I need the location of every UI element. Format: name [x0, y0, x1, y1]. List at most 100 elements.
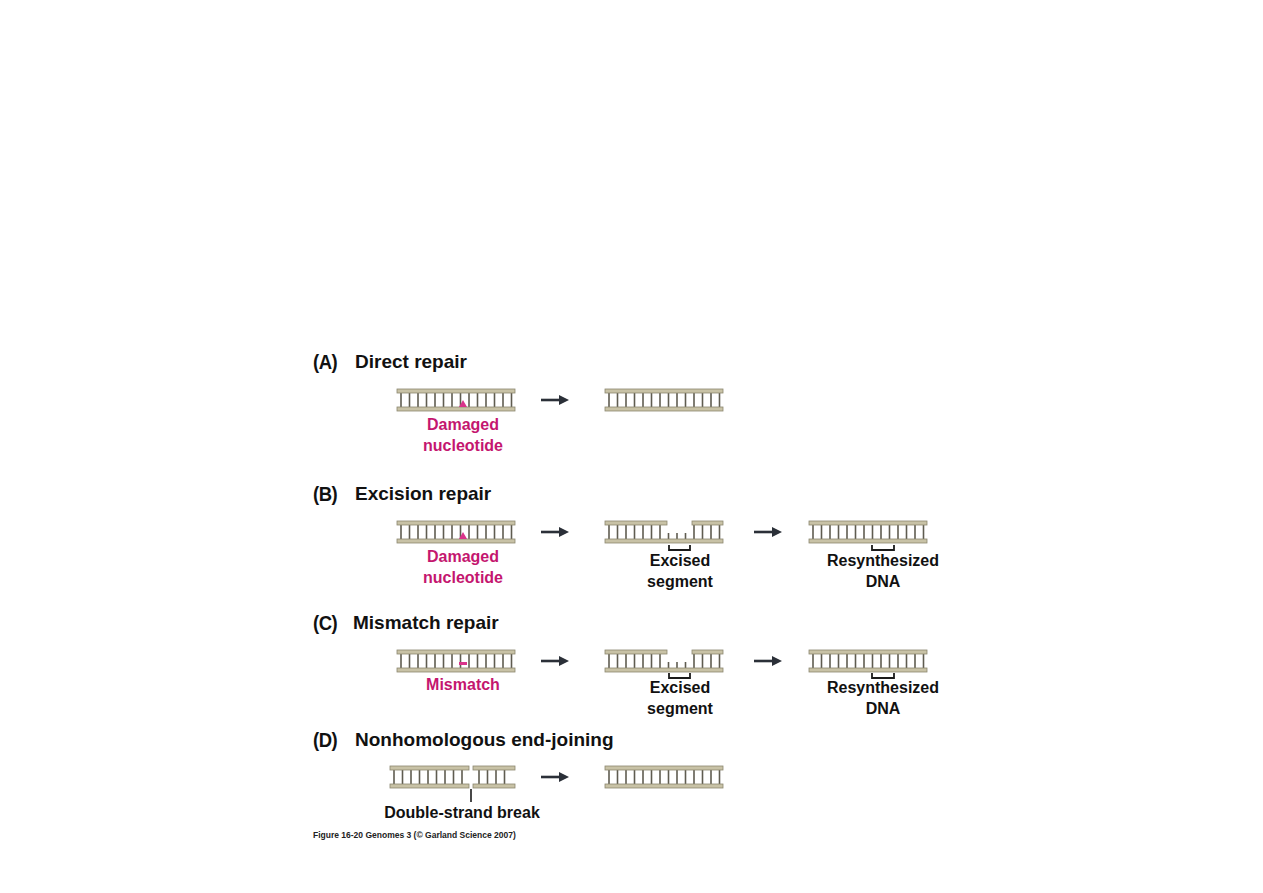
- base-pair: [923, 654, 925, 668]
- base-pair: [923, 525, 925, 539]
- base-pair: [417, 525, 419, 539]
- dna-strand: [605, 766, 723, 770]
- base-pair: [625, 770, 627, 784]
- base-pair: [477, 654, 479, 668]
- base-pair: [685, 662, 687, 668]
- arrow-head: [559, 772, 569, 782]
- panel-title: Mismatch repair: [353, 612, 499, 634]
- base-pair: [634, 770, 636, 784]
- base-pair: [502, 654, 504, 668]
- base-pair: [504, 770, 506, 784]
- base-pair: [625, 654, 627, 668]
- dna-strand: [397, 668, 515, 672]
- segment-label: Resynthesized DNA: [813, 678, 953, 720]
- base-pair: [668, 393, 670, 407]
- base-pair: [668, 770, 670, 784]
- break-label: Double-strand break: [352, 803, 572, 824]
- dna-strand: [692, 650, 723, 654]
- panel-letter: (B): [313, 482, 337, 506]
- base-pair: [485, 525, 487, 539]
- dna-strand: [605, 389, 723, 393]
- base-pair: [608, 770, 610, 784]
- dna-strand: [473, 766, 515, 770]
- base-pair: [625, 393, 627, 407]
- base-pair: [400, 393, 402, 407]
- dna-strand: [397, 407, 515, 411]
- dna-strand: [809, 650, 927, 654]
- base-pair: [426, 393, 428, 407]
- base-pair: [511, 654, 513, 668]
- dna-duplex: [605, 389, 723, 411]
- panel-title: Excision repair: [355, 483, 491, 505]
- base-pair: [409, 654, 411, 668]
- base-pair: [668, 533, 670, 539]
- base-pair: [719, 525, 721, 539]
- dna-duplex: [397, 650, 515, 672]
- base-pair: [642, 525, 644, 539]
- damaged-nucleotide: [459, 532, 467, 539]
- base-pair: [461, 770, 463, 784]
- base-pair: [410, 770, 412, 784]
- base-pair: [409, 525, 411, 539]
- base-pair: [468, 525, 470, 539]
- base-pair: [651, 770, 653, 784]
- dna-duplex: [390, 766, 515, 788]
- base-pair: [434, 393, 436, 407]
- base-pair: [651, 393, 653, 407]
- base-pair: [821, 654, 823, 668]
- base-pair: [451, 393, 453, 407]
- base-pair: [702, 770, 704, 784]
- base-pair: [502, 393, 504, 407]
- panel-title: Nonhomologous end-joining: [355, 729, 614, 751]
- base-pair: [829, 654, 831, 668]
- base-pair: [434, 525, 436, 539]
- dna-strand: [605, 668, 723, 672]
- dna-strand: [473, 784, 515, 788]
- process-arrow: [754, 660, 774, 663]
- base-pair: [485, 393, 487, 407]
- dna-strand: [397, 650, 515, 654]
- base-pair: [400, 525, 402, 539]
- process-arrow: [541, 531, 561, 534]
- base-pair: [685, 393, 687, 407]
- segment-bracket: [669, 673, 690, 678]
- dna-strand: [605, 539, 723, 543]
- dna-strand: [605, 650, 667, 654]
- base-pair: [511, 525, 513, 539]
- base-pair: [451, 654, 453, 668]
- base-pair: [651, 654, 653, 668]
- panel-letter: (A): [313, 350, 337, 374]
- dna-strand: [809, 539, 927, 543]
- mismatch-label: Mismatch: [413, 675, 513, 696]
- base-pair: [719, 654, 721, 668]
- base-pair: [821, 525, 823, 539]
- mismatch-mark: [459, 662, 467, 665]
- dna-strand: [397, 521, 515, 525]
- base-pair: [419, 770, 421, 784]
- panel-letter: (D): [313, 728, 337, 752]
- segment-label: Resynthesized DNA: [813, 551, 953, 593]
- base-pair: [676, 393, 678, 407]
- base-pair: [693, 654, 695, 668]
- segment-bracket: [872, 673, 894, 678]
- dna-strand: [809, 521, 927, 525]
- base-pair: [494, 654, 496, 668]
- base-pair: [838, 654, 840, 668]
- base-pair: [651, 525, 653, 539]
- base-pair: [685, 770, 687, 784]
- base-pair: [676, 662, 678, 668]
- panel-title: Direct repair: [355, 351, 467, 373]
- base-pair: [642, 770, 644, 784]
- process-arrow: [541, 776, 561, 779]
- base-pair: [485, 654, 487, 668]
- base-pair: [710, 525, 712, 539]
- arrow-head: [772, 527, 782, 537]
- base-pair: [400, 654, 402, 668]
- base-pair: [710, 770, 712, 784]
- base-pair: [443, 525, 445, 539]
- base-pair: [495, 770, 497, 784]
- base-pair: [906, 654, 908, 668]
- base-pair: [914, 654, 916, 668]
- dna-duplex: [397, 521, 515, 543]
- base-pair: [617, 654, 619, 668]
